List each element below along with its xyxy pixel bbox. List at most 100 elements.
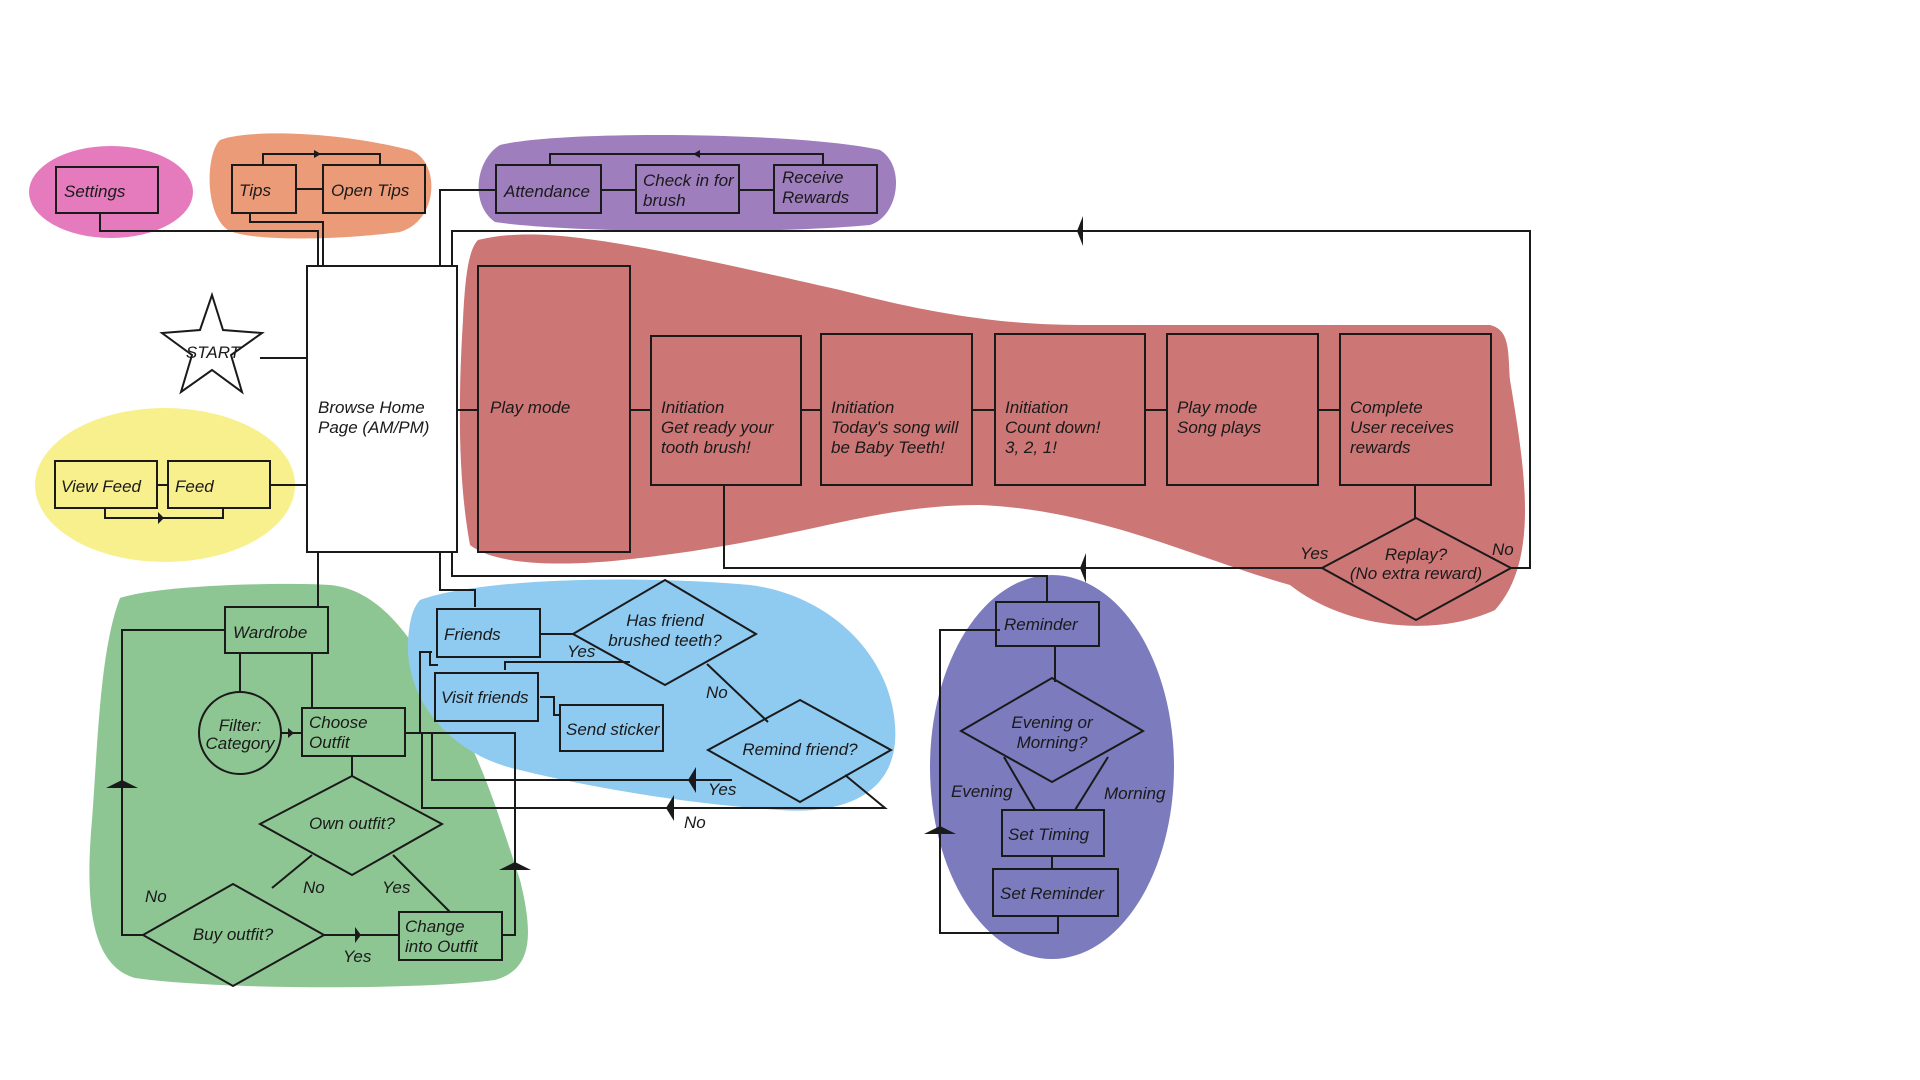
evening-morning-label-2: Morning? xyxy=(1017,733,1088,752)
arrow-remind-no xyxy=(666,795,674,821)
play-group-blob xyxy=(459,234,1525,626)
init-3-label-3: 3, 2, 1! xyxy=(1005,438,1057,457)
settings-box xyxy=(55,166,159,214)
replay-diamond xyxy=(1319,516,1514,622)
init-3-box xyxy=(994,333,1146,486)
view-feed-label: View Feed xyxy=(61,477,142,496)
edge-settings-browse xyxy=(99,213,319,266)
wardrobe-label: Wardrobe xyxy=(233,623,307,642)
reminder-group-blob xyxy=(930,575,1174,959)
buy-no-label: No xyxy=(145,887,167,906)
edge-attendance-browse xyxy=(439,189,496,266)
edge-visit-sticker xyxy=(540,696,560,716)
set-timing-label: Set Timing xyxy=(1008,825,1090,844)
buy-yes-label: Yes xyxy=(343,947,372,966)
evening-morning-label-1: Evening or xyxy=(1011,713,1094,732)
friends-label: Friends xyxy=(444,625,501,644)
buy-outfit-label: Buy outfit? xyxy=(193,925,274,944)
edge-replay-yes xyxy=(723,485,1322,569)
tips-label: Tips xyxy=(239,181,271,200)
init-2-label-3: be Baby Teeth! xyxy=(831,438,945,457)
feed-label: Feed xyxy=(175,477,214,496)
play-song-label-1: Play mode xyxy=(1177,398,1257,417)
arrow-setreminder-loop xyxy=(924,826,956,834)
init-1-label-1: Initiation xyxy=(661,398,724,417)
edge-replay-no-loop xyxy=(451,230,1531,569)
arrow-replay-yes xyxy=(1080,553,1086,583)
init-3-label-1: Initiation xyxy=(1005,398,1068,417)
reminder-label: Reminder xyxy=(1004,615,1079,634)
friend-yes-label: Yes xyxy=(567,642,596,661)
buy-outfit-diamond xyxy=(140,882,327,988)
set-timing-box xyxy=(1001,809,1105,857)
set-reminder-label: Set Reminder xyxy=(1000,884,1105,903)
node-labels: START Settings Tips Open Tips Attendance… xyxy=(61,168,1482,956)
open-tips-box xyxy=(322,164,426,214)
arrow-buy-no-loop xyxy=(106,780,138,788)
receive-rewards-box xyxy=(773,164,878,214)
check-in-box xyxy=(635,164,740,214)
receive-rewards-label-2: Rewards xyxy=(782,188,850,207)
edge-hasbrushed-remind xyxy=(706,663,769,723)
feed-box xyxy=(167,460,271,509)
complete-box xyxy=(1339,333,1492,486)
init-3-label-2: Count down! xyxy=(1005,418,1101,437)
choose-outfit-label-2: Outfit xyxy=(309,733,351,752)
edge-browse-reminder xyxy=(451,552,1048,602)
init-2-box xyxy=(820,333,973,486)
choose-outfit-label-1: Choose xyxy=(309,713,368,732)
has-brushed-label-1: Has friend xyxy=(626,611,704,630)
replay-yes-label: Yes xyxy=(1300,544,1329,563)
init-2-label-1: Initiation xyxy=(831,398,894,417)
edge-tips-browse xyxy=(249,213,324,266)
check-in-label-1: Check in for xyxy=(643,171,735,190)
view-feed-box xyxy=(54,460,158,509)
start-label: START xyxy=(186,343,242,362)
evening-label: Evening xyxy=(951,782,1013,801)
edge-friends-loop xyxy=(419,651,432,733)
remind-yes-label: Yes xyxy=(708,780,737,799)
reminder-box xyxy=(995,601,1100,647)
filter-label-1: Filter: xyxy=(219,716,262,735)
settings-group-blob xyxy=(29,146,193,238)
edge-browse-friends xyxy=(439,552,476,607)
attendance-group-blob xyxy=(478,134,897,232)
edge-remind-yes xyxy=(431,733,732,781)
browse-home-label-1: Browse Home xyxy=(318,398,425,417)
connectors xyxy=(99,153,1531,936)
edge-labels: Yes No Yes No Yes No No Yes No Yes Eveni… xyxy=(145,540,1514,966)
browse-home-label-2: Page (AM/PM) xyxy=(318,418,429,437)
filter-label-2: Category xyxy=(206,734,276,753)
change-outfit-label-2: into Outfit xyxy=(405,937,479,956)
own-outfit-label: Own outfit? xyxy=(309,814,396,833)
attendance-label: Attendance xyxy=(503,182,590,201)
play-song-label-2: Song plays xyxy=(1177,418,1262,437)
init-1-label-2: Get ready your xyxy=(661,418,775,437)
complete-label-2: User receives xyxy=(1350,418,1454,437)
replay-label-2: (No extra reward) xyxy=(1350,564,1482,583)
complete-label-3: rewards xyxy=(1350,438,1411,457)
arrow-buy-change xyxy=(355,927,361,943)
edge-evening-settiming xyxy=(1003,756,1036,811)
choose-outfit-box xyxy=(301,707,406,757)
start-star xyxy=(159,291,265,395)
remind-friend-label: Remind friend? xyxy=(742,740,858,759)
change-outfit-label-1: Change xyxy=(405,917,465,936)
own-yes-label: Yes xyxy=(382,878,411,897)
change-outfit-box xyxy=(398,911,503,961)
friends-box xyxy=(436,608,541,658)
filter-circle xyxy=(198,691,282,775)
edge-tips-loop xyxy=(262,153,381,165)
init-1-label-3: tooth brush! xyxy=(661,438,751,457)
arrow-change-back xyxy=(499,862,531,870)
arrow-return-loop xyxy=(1077,216,1083,246)
send-sticker-label: Send sticker xyxy=(566,720,661,739)
visit-friends-box xyxy=(434,672,539,722)
friend-no-label: No xyxy=(706,683,728,702)
edge-attendance-loop xyxy=(549,153,824,165)
own-no-label: No xyxy=(303,878,325,897)
arrow-tips-loop xyxy=(314,150,321,158)
arrow-feed-loop xyxy=(158,512,164,524)
arrow-filter-choose xyxy=(288,728,294,738)
